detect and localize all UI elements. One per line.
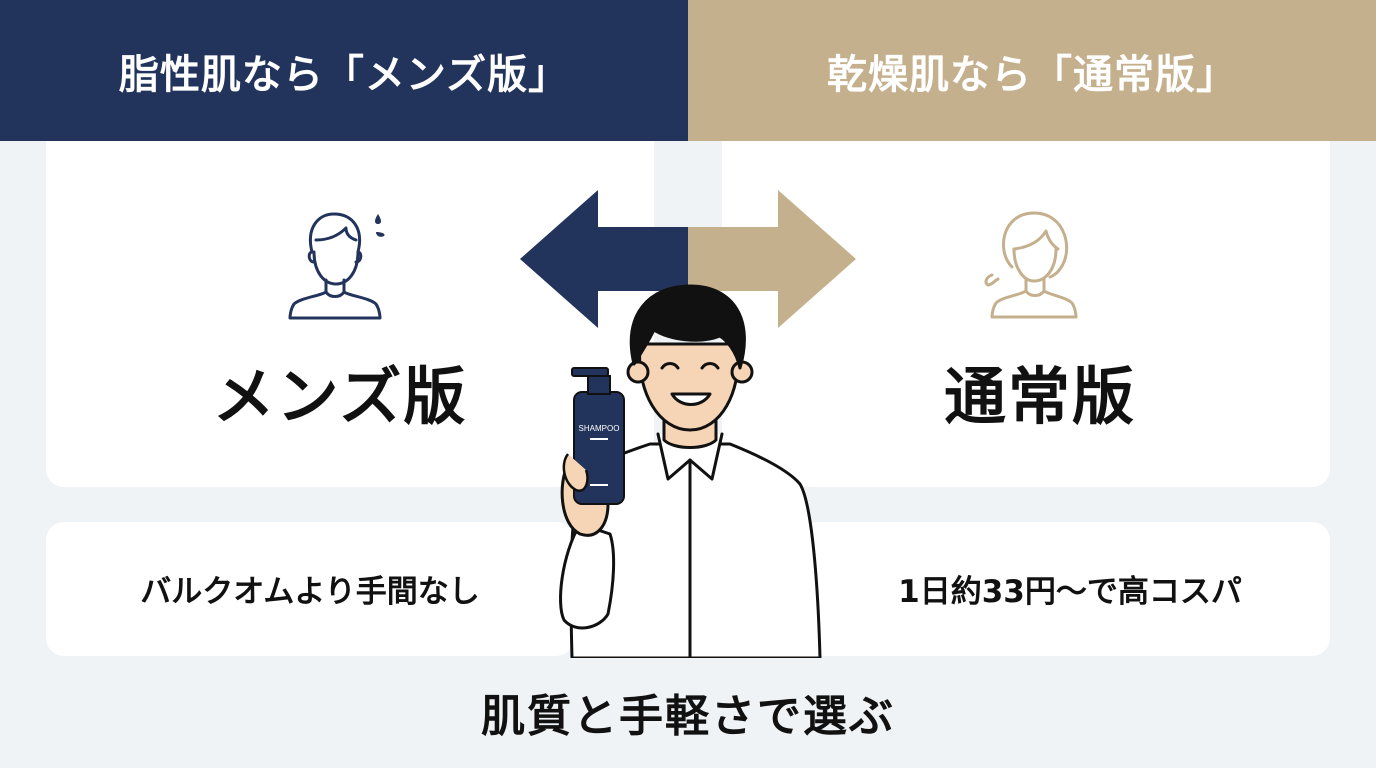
woman-dry-icon [984,211,1078,319]
header-right-title: 乾燥肌なら「通常版」 [827,51,1237,98]
regular-version-card [722,141,1330,487]
double-arrow-icon [520,190,856,328]
man-with-shampoo-illustration: SHAMPOO [559,284,822,658]
bottle-label: SHAMPOO [579,424,620,433]
man-sweat-icon [288,212,385,320]
mens-note: バルクオムより手間なし [140,574,480,610]
footer-tagline: 肌質と手軽さで選ぶ [481,691,895,742]
regular-note-card [800,522,1330,656]
header-oily-skin: 脂性肌なら「メンズ版」 [0,0,688,141]
mens-version-label: メンズ版 [212,360,468,433]
header-dry-skin: 乾燥肌なら「通常版」 [688,0,1376,141]
header-left-title: 脂性肌なら「メンズ版」 [118,51,570,98]
mens-version-card [46,141,654,487]
mens-note-card [46,522,574,656]
regular-version-label: 通常版 [943,360,1136,433]
regular-note: 1日約33円〜で高コスパ [898,574,1242,610]
